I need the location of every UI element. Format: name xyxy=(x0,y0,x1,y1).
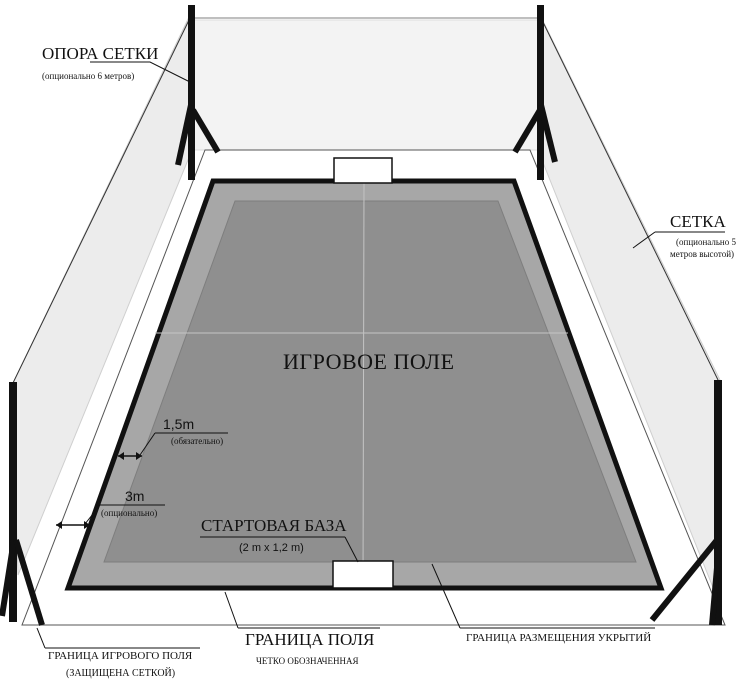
leader-net-2 xyxy=(632,231,656,249)
label-field-boundary: ГРАНИЦА ПОЛЯ xyxy=(245,630,375,649)
leader-start-base-2 xyxy=(344,536,359,563)
label-net-note-1: (опционально 5 xyxy=(676,237,736,247)
leader-field-boundary xyxy=(224,591,239,629)
center-line-vertical xyxy=(362,182,365,586)
leader-game-boundary xyxy=(36,627,46,649)
net-panel-back xyxy=(191,19,541,151)
leader-cover-boundary-2 xyxy=(431,563,461,629)
label-dim-inner-note: (обязательно) xyxy=(171,436,224,446)
leader-dim-outer-2 xyxy=(84,504,101,525)
pole-front-left xyxy=(0,382,45,626)
label-game-boundary-note: (ЗАЩИЩЕНА СЕТКОЙ) xyxy=(66,668,176,679)
label-dim-outer-note: (опционально) xyxy=(101,508,158,518)
pole-back-left xyxy=(175,5,221,180)
label-net-note-2: метров высотой) xyxy=(670,249,735,259)
net-rope-left xyxy=(11,17,191,386)
pole-front-right xyxy=(649,380,722,626)
pole-back-right xyxy=(512,5,558,180)
label-cover-boundary: ГРАНИЦА РАЗМЕЩЕНИЯ УКРЫТИЙ xyxy=(466,632,652,644)
label-net-pole: ОПОРА СЕТКИ xyxy=(42,44,159,63)
label-playing-field: ИГРОВОЕ ПОЛЕ xyxy=(283,349,455,374)
label-net: СЕТКА xyxy=(670,212,726,231)
label-start-base: СТАРТОВАЯ БАЗА xyxy=(201,516,347,535)
leader-net-pole xyxy=(90,61,191,83)
label-start-base-size: (2 m x 1,2 m) xyxy=(239,542,304,554)
label-net-pole-note: (опционально 6 метров) xyxy=(42,71,135,81)
label-field-boundary-note: ЧЕТКО ОБОЗНАЧЕННАЯ xyxy=(256,656,359,666)
net-rope-right xyxy=(540,17,720,383)
dim-arrow-inner xyxy=(118,452,142,460)
label-game-boundary: ГРАНИЦА ИГРОВОГО ПОЛЯ xyxy=(48,650,193,662)
leader-dim-inner-2 xyxy=(139,432,156,456)
dim-arrow-outer xyxy=(56,521,90,529)
cover-zone xyxy=(103,200,637,563)
start-base-bottom xyxy=(332,560,394,589)
start-base-top xyxy=(333,157,393,184)
label-dim-outer: 3m xyxy=(125,488,145,504)
label-dim-inner: 1,5m xyxy=(163,416,195,432)
